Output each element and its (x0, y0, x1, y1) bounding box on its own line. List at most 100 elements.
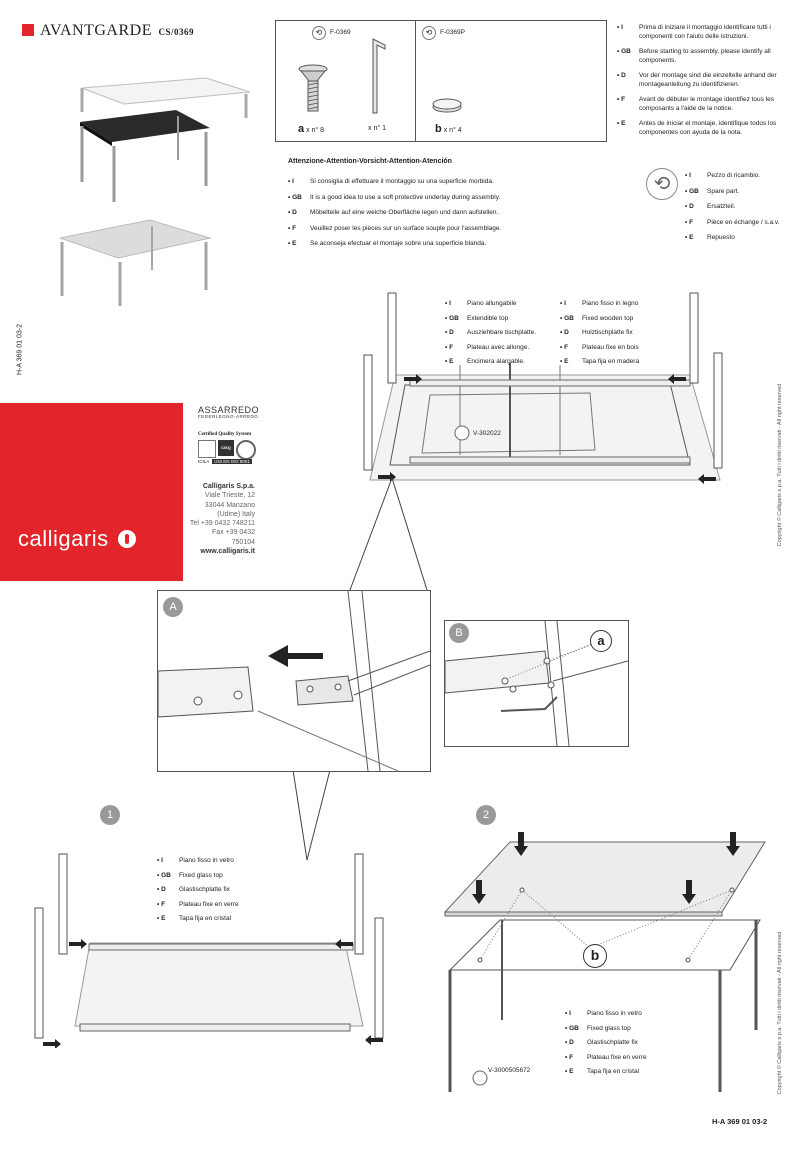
lang-code: • I (685, 172, 691, 179)
cert-badges: CISQ (198, 440, 256, 460)
legend-row: • GB Fixed glass top (565, 1025, 675, 1034)
lang-text: Fixed wooden top (582, 314, 634, 322)
lang-text: Piano fisso in vetro (587, 1010, 642, 1017)
lang-text: Encimera alargable. (467, 358, 525, 365)
top-spare-code: V-302022 (473, 430, 501, 437)
part-b-qty: x n° 4 (443, 127, 462, 134)
glass-top (443, 841, 766, 913)
lang-text: Piano fisso in vetro (179, 857, 234, 864)
part-code-right: F-0369P (440, 29, 465, 36)
step1-badge: 1 (100, 805, 120, 825)
product-photos (60, 77, 251, 306)
attention-list: • I Si consiglia di effettuare il montagg… (288, 178, 558, 256)
cert-labels: ICILA UNI EN ISO 9001 (198, 459, 252, 464)
lang-text: Ausziehbare tischplatte. (467, 329, 537, 336)
legend-row: • E Tapa fija en madera (560, 358, 670, 367)
identify-row: • I Prima di iniziare il montaggio identi… (617, 24, 777, 41)
brand-name: AVANTGARDE (40, 22, 152, 39)
frame-diagram-top (363, 292, 723, 484)
company-city: 33044 Manzano (204, 501, 255, 509)
lang-text: Prima di iniziare il montaggio identific… (639, 24, 771, 40)
lang-text: Fixed glass top (587, 1024, 631, 1032)
lang-code: • E (445, 358, 454, 365)
lang-code: • I (288, 178, 294, 185)
lang-text: Tapa fija en cristal (587, 1068, 640, 1075)
spare-row: • E Repuesto (685, 234, 795, 243)
lang-code: • E (560, 358, 569, 365)
cisq-badge: CISQ (218, 440, 234, 456)
company-address: Calligaris S.p.a. Viale Trieste, 12 3304… (187, 482, 255, 556)
detail-a-badge: A (163, 597, 183, 617)
brand-band (0, 403, 183, 581)
lang-text: Repuesto (707, 234, 735, 241)
lang-code: • I (565, 1010, 571, 1017)
identify-row: • F Avant de débuter le montage identifie… (617, 96, 777, 113)
step1-diagram (34, 853, 384, 1048)
attention-title: Attenzione-Attention-Vorsicht-Attention-… (288, 158, 452, 165)
lang-text: Si consiglia di effettuare il montaggio … (310, 178, 494, 185)
step1-underlay (74, 942, 364, 1027)
parts-drawing (298, 38, 462, 114)
lang-code: • D (685, 203, 694, 210)
copyright-upper: Copyright © Calligaris s.p.a. Tutti i di… (777, 383, 783, 547)
legend-row: • I Piano allungabile (445, 300, 555, 309)
lang-code: • I (445, 300, 451, 307)
lang-code: • GB (157, 871, 171, 879)
lang-text: Tapa fija en madera (582, 358, 640, 365)
lang-text: Extendible top (467, 314, 509, 322)
lang-code: • F (288, 224, 297, 232)
lang-code: • F (157, 900, 166, 908)
lang-code: • E (685, 234, 694, 241)
part-code-left: F-0369 (330, 29, 351, 36)
lang-code: • D (617, 72, 626, 79)
part-a: a x n° 8 (298, 123, 324, 135)
part-b: b x n° 4 (435, 123, 462, 135)
lang-code: • D (157, 886, 166, 893)
part-b-letter: b (435, 123, 442, 135)
copyright-lower: Copyright © Calligaris s.p.a. Tutti i di… (777, 931, 783, 1095)
lang-code: • I (617, 24, 623, 31)
lang-code: • D (565, 1039, 574, 1046)
attention-row: • I Si consiglia di effettuare il montagg… (288, 178, 558, 187)
company-fax: Fax +39 0432 750104 (211, 529, 255, 546)
cert-icila: ICILA (198, 459, 210, 464)
step2-spare-code: V-3000505672 (488, 1067, 531, 1074)
lang-code: • GB (565, 1024, 579, 1032)
legend-row: • I Piano fisso in vetro (565, 1010, 675, 1019)
detail-a-drawing (158, 591, 430, 771)
product-code: CS/0369 (158, 27, 194, 37)
step2-part-label: b (583, 944, 607, 968)
assarredo-logo: ASSARREDO FEDERLEGNO-ARREDO (198, 405, 259, 419)
lang-code: • GB (445, 314, 459, 322)
lang-text: Avant de débuter le montage identifiez t… (639, 96, 775, 112)
table-white-top (81, 77, 251, 105)
company-name: Calligaris S.p.a. (202, 483, 255, 490)
lang-text: Se aconseja efectuar el montaje sobre un… (310, 240, 487, 247)
parts-box (275, 20, 607, 142)
cert-title: Certified Quality System (198, 432, 252, 437)
logo-mark-icon (118, 530, 137, 548)
lang-text: Piano allungabile (467, 300, 517, 307)
calligaris-logo: calligaris (18, 526, 137, 552)
lang-code: • GB (685, 187, 699, 195)
lang-text: Glastischplatte fix (587, 1039, 638, 1046)
lang-text: Antes de iniciar el montaje, identifique… (639, 120, 777, 136)
identify-notes: • I Prima di iniziare il montaggio identi… (617, 24, 777, 144)
legend-row: • D Glastischplatte fix (565, 1039, 675, 1048)
lang-code: • F (617, 96, 626, 103)
